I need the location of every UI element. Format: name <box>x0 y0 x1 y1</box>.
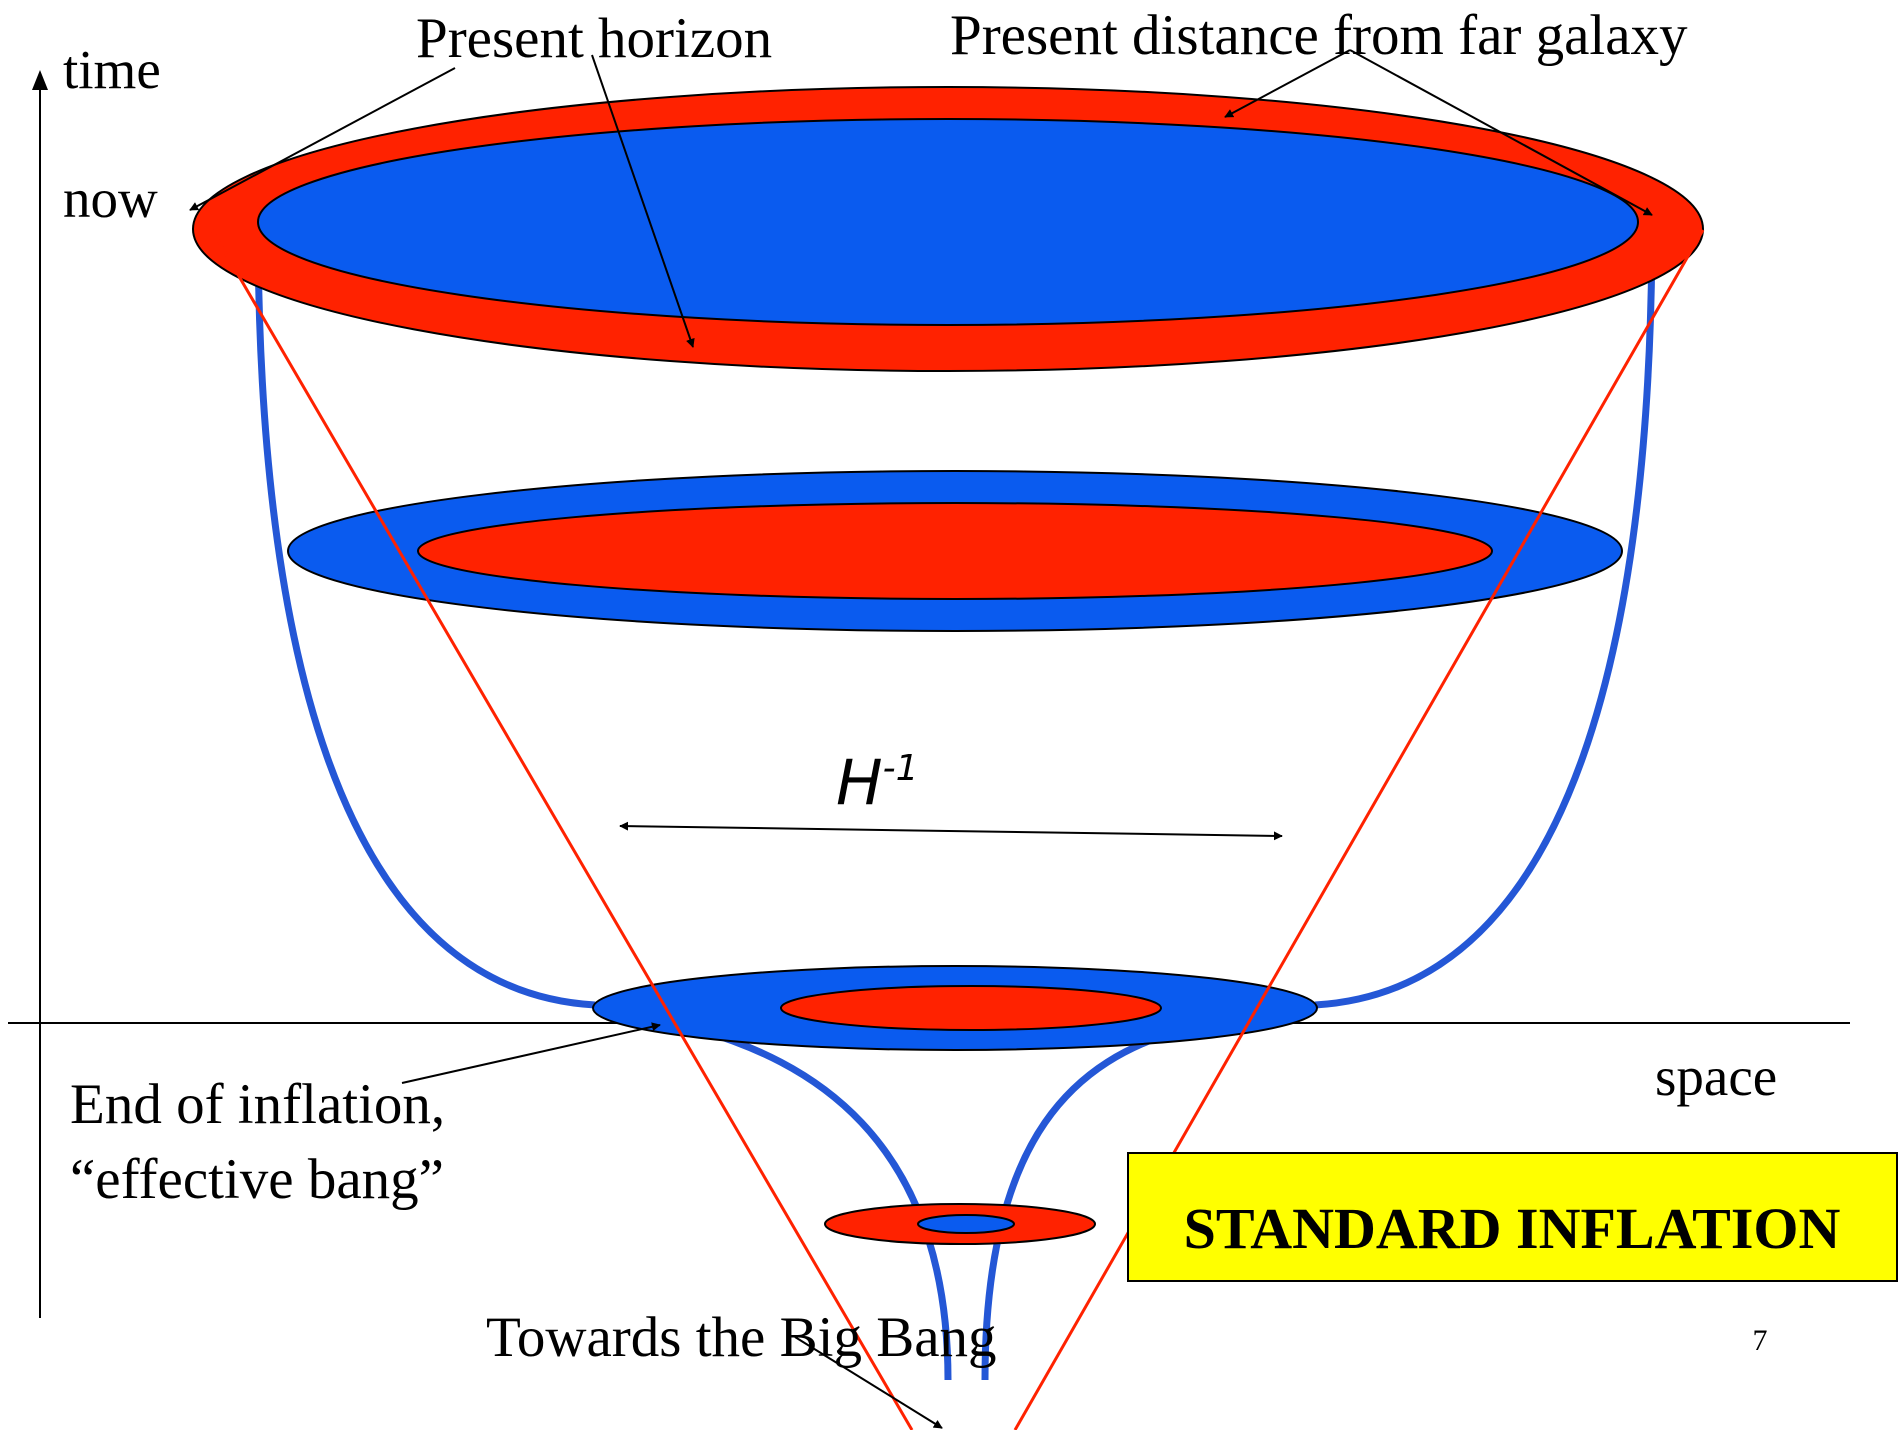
hubble-radius-label: H-1 <box>836 746 919 819</box>
big-bang-arrow <box>794 1336 943 1429</box>
horizon-line-left <box>210 229 914 1430</box>
standard-inflation-title: STANDARD INFLATION <box>1184 1196 1841 1261</box>
now-label: now <box>63 168 158 229</box>
end-of-inflation-label-line1: End of inflation, <box>70 1073 445 1136</box>
far-galaxy-arrow-left <box>1224 49 1351 118</box>
end-of-inflation-label-line2: “effective bang” <box>70 1148 444 1211</box>
towards-big-bang-label: Towards the Big Bang <box>486 1306 997 1369</box>
early-distance-disk <box>917 1214 1015 1234</box>
space-axis-label: space <box>1655 1046 1777 1107</box>
hubble-symbol: H <box>836 746 883 819</box>
time-axis-label: time <box>63 39 161 100</box>
present-distance-label: Present distance from far galaxy <box>950 4 1688 67</box>
slide-number: 7 <box>1753 1324 1768 1357</box>
hubble-radius-arrow <box>619 821 1283 841</box>
present-distance-disk <box>257 118 1639 326</box>
present-horizon-label: Present horizon <box>416 7 772 70</box>
mid-horizon-disk <box>417 502 1493 600</box>
present-horizon-arrow <box>591 54 695 348</box>
time-axis-arrowhead <box>32 70 48 90</box>
far-galaxy-arrow-right <box>1349 49 1653 216</box>
standard-inflation-badge <box>1127 1152 1898 1282</box>
end-inflation-horizon-disk <box>780 985 1162 1031</box>
distance-curve-left <box>254 219 952 1381</box>
effective-bang-arrow <box>401 1022 661 1084</box>
hubble-exponent: -1 <box>883 748 919 789</box>
now-pointer-arrow <box>189 67 456 211</box>
